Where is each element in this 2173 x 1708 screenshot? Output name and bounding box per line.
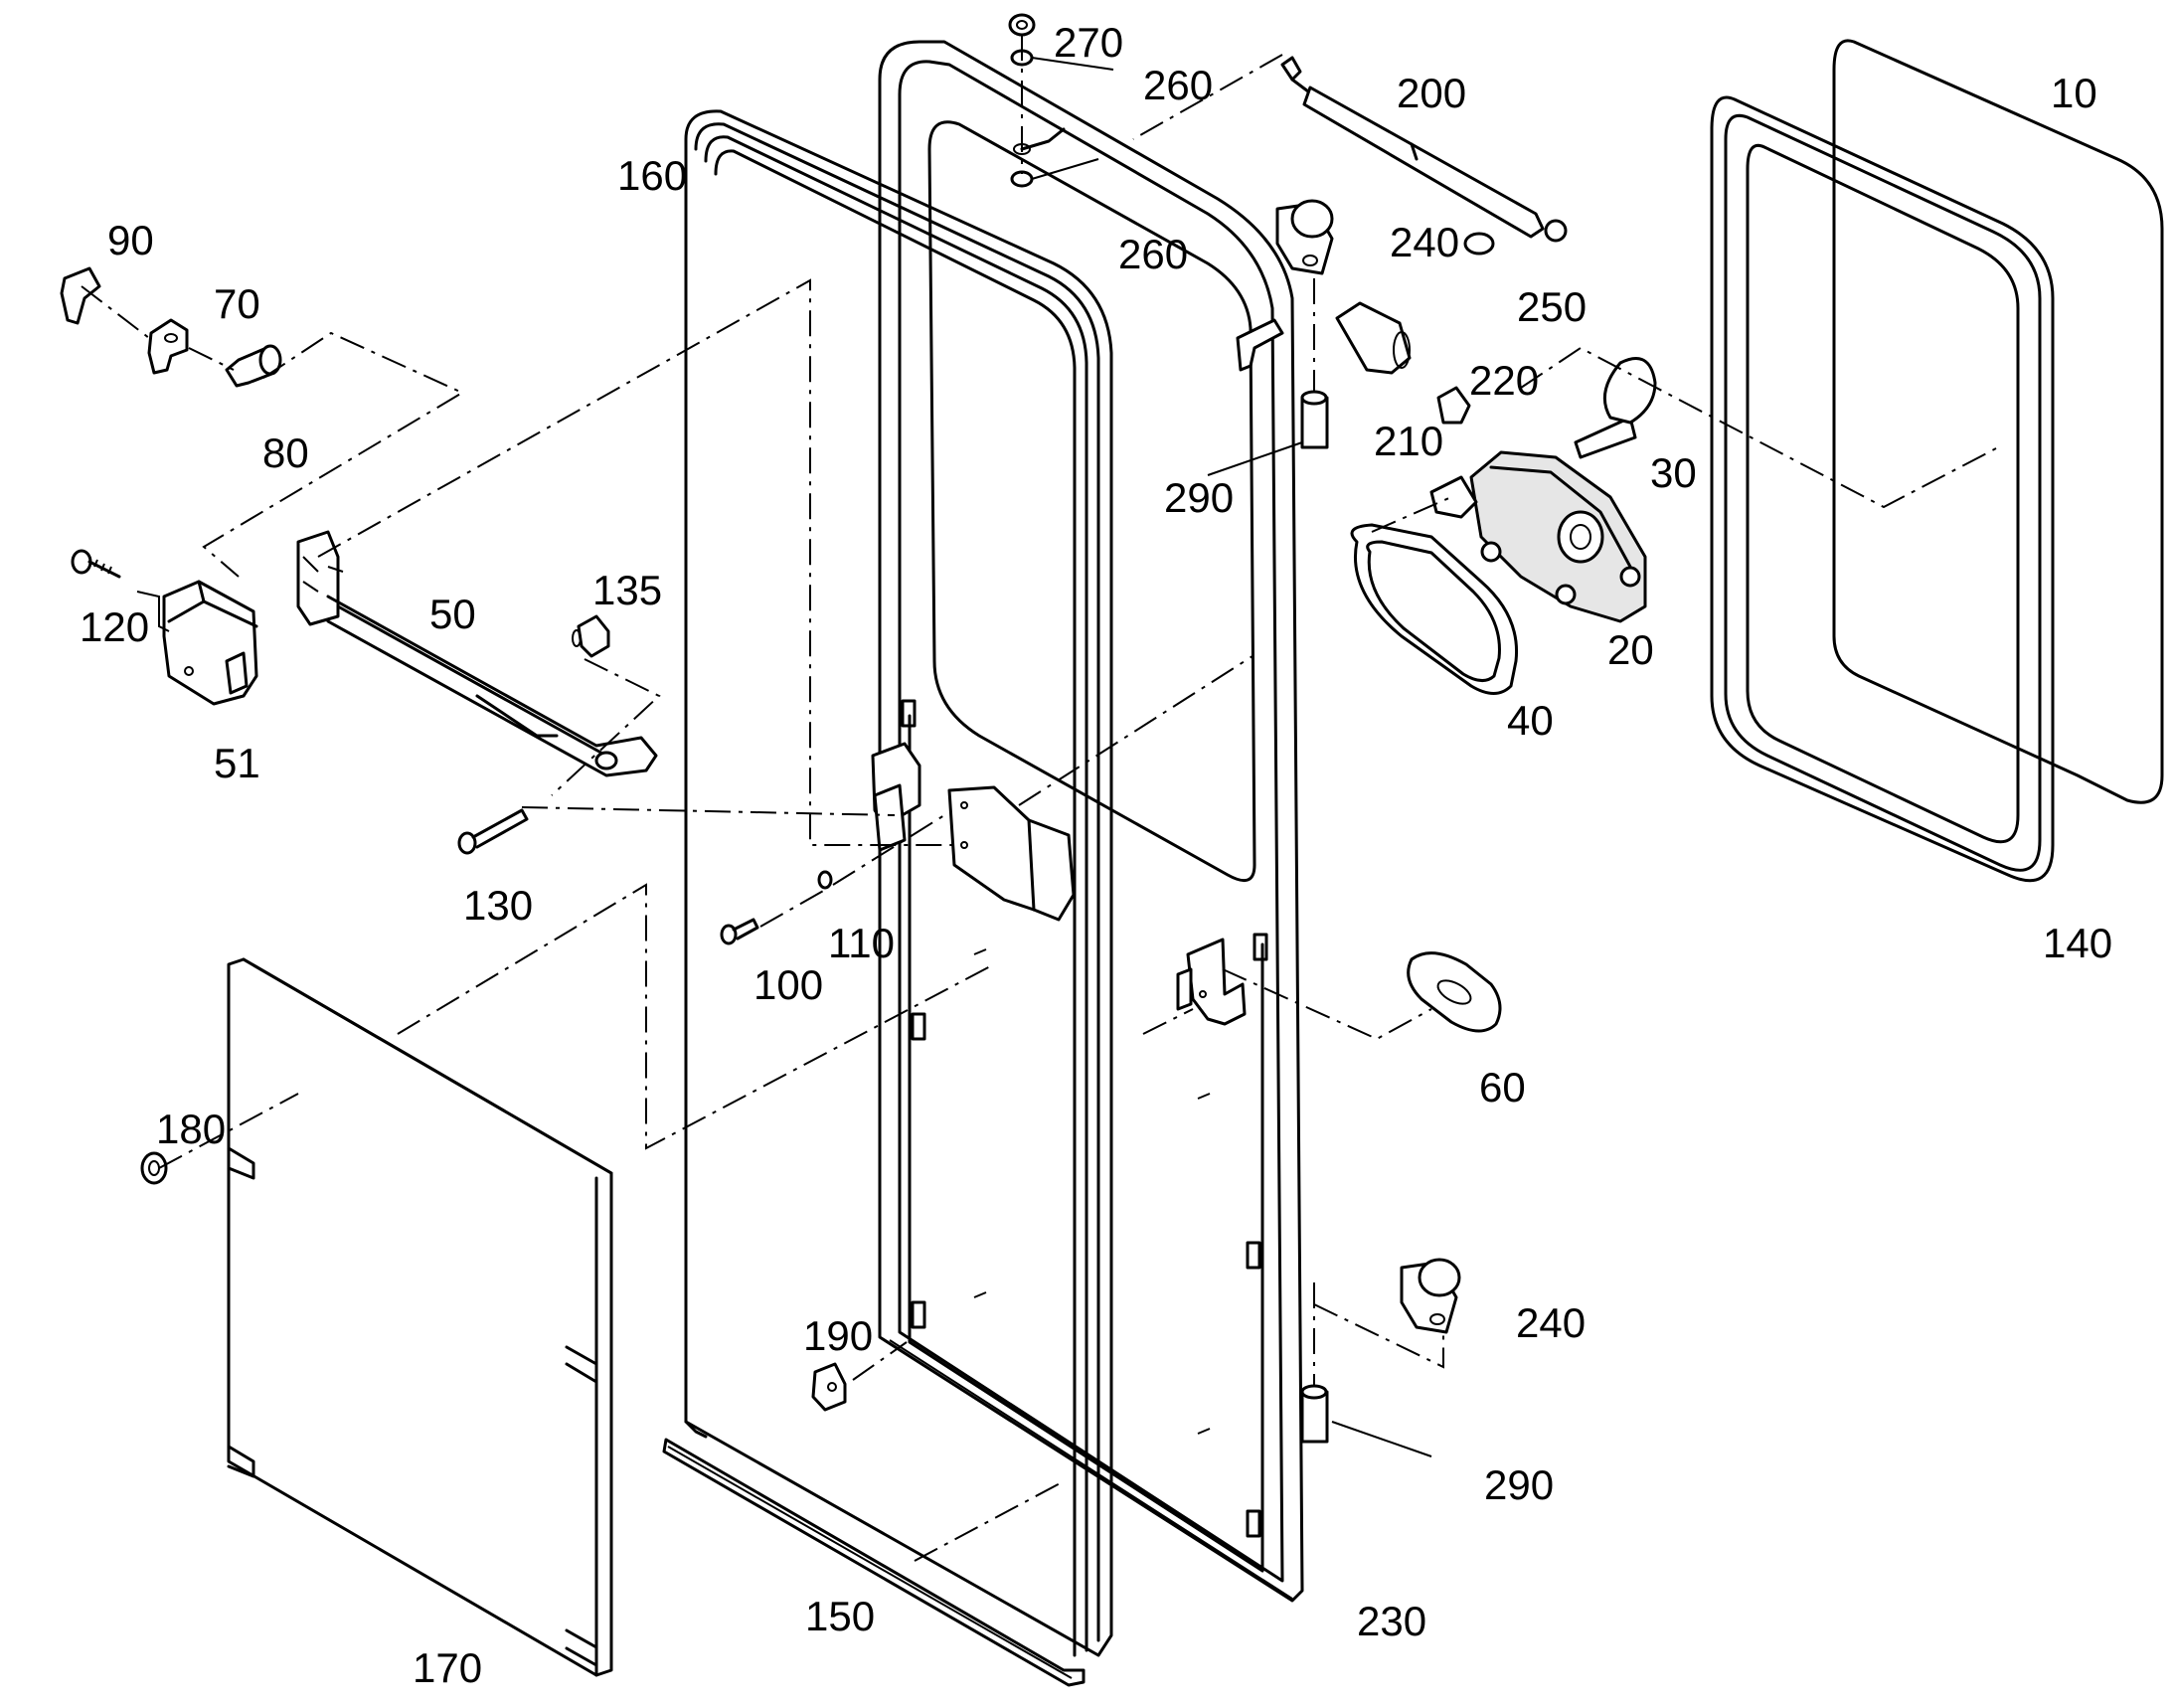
- part-90-cover-cap: [60, 266, 101, 325]
- callout-label-160: 160: [617, 152, 687, 199]
- part-110-washer: [817, 870, 833, 890]
- callout-label-220: 220: [1469, 357, 1539, 404]
- callout-label-20: 20: [1607, 626, 1654, 673]
- part-80-bolt: [225, 344, 282, 388]
- part-180-washer: [140, 1151, 168, 1185]
- part-130-long-bolt: [457, 808, 529, 855]
- part-51-latch-housing: [162, 580, 258, 706]
- part-40-gasket: [1350, 523, 1519, 695]
- part-250-seal-ring: [1463, 232, 1495, 256]
- part-190-clip: [811, 1362, 847, 1412]
- callout-label-290: 290: [1484, 1461, 1554, 1508]
- callout-label-135: 135: [592, 567, 662, 613]
- callout-label-230: 230: [1357, 1598, 1426, 1644]
- callout-label-110: 110: [828, 920, 895, 966]
- callout-label-100: 100: [753, 961, 823, 1008]
- part-10-glass-pane: [1832, 39, 2164, 804]
- callout-label-150: 150: [805, 1593, 875, 1639]
- callout-label-260: 260: [1143, 62, 1213, 108]
- part-240-hinge-cap-bottom: [1400, 1258, 1461, 1334]
- part-290-hinge-pin-top: [1300, 390, 1329, 449]
- callout-label-50: 50: [429, 591, 476, 637]
- part-260-washer-bottom: [1010, 170, 1034, 188]
- part-30-key: [1574, 357, 1657, 459]
- callout-label-240: 240: [1516, 1299, 1586, 1346]
- part-60-escutcheon: [1407, 951, 1502, 1033]
- part-170-inner-panel: [227, 957, 613, 1677]
- part-290-hinge-pin-bottom: [1300, 1384, 1329, 1444]
- callout-label-240: 240: [1390, 219, 1459, 265]
- hinge-bracket-top: [1236, 318, 1284, 372]
- part-150-bottom-seal: [662, 1438, 1086, 1687]
- callout-label-40: 40: [1507, 697, 1554, 744]
- callout-label-250: 250: [1517, 283, 1587, 330]
- callout-label-190: 190: [803, 1312, 873, 1359]
- callout-label-290: 290: [1164, 474, 1234, 521]
- part-70-bracket: [147, 318, 189, 375]
- callout-label-90: 90: [107, 217, 154, 263]
- part-140-window-frame: [1710, 95, 2055, 883]
- callout-label-210: 210: [1374, 418, 1443, 464]
- callout-label-170: 170: [413, 1644, 482, 1691]
- part-210-cone-cap: [1335, 301, 1412, 375]
- part-50-lock-rod: [296, 530, 658, 777]
- callout-label-51: 51: [214, 740, 260, 786]
- part-230-door-frame: [878, 40, 1304, 1603]
- part-20-handle-assembly: [1429, 450, 1647, 623]
- part-270-nut: [1008, 13, 1036, 37]
- callout-label-70: 70: [214, 280, 260, 327]
- callout-label-200: 200: [1397, 70, 1466, 116]
- part-120-screw: [71, 549, 121, 579]
- leader-lines: [136, 57, 1432, 1457]
- callout-label-180: 180: [156, 1106, 226, 1152]
- callout-label-270: 270: [1054, 19, 1123, 66]
- callout-label-130: 130: [463, 882, 533, 929]
- part-240-hinge-cap-top: [1275, 199, 1334, 275]
- callout-label-10: 10: [2051, 70, 2097, 116]
- part-220-nut-cap: [1436, 386, 1471, 425]
- part-200-gas-strut: [1280, 56, 1568, 243]
- strike-plate: [947, 785, 1076, 922]
- part-100-screw: [720, 918, 759, 945]
- lock-bracket: [871, 742, 921, 852]
- callout-label-260: 260: [1118, 231, 1188, 277]
- part-160-door-seal: [684, 109, 1113, 1657]
- callout-label-80: 80: [262, 429, 309, 476]
- callout-label-140: 140: [2043, 920, 2112, 966]
- striker-bracket: [1176, 938, 1247, 1026]
- callout-label-30: 30: [1650, 449, 1697, 496]
- part-135-plug: [572, 614, 610, 658]
- assembly-lines: [81, 35, 1999, 1562]
- callout-labels: 270 260 200 10 160 90 260 240 70 250 220 80 210 30 290…: [80, 19, 2112, 1691]
- callout-label-60: 60: [1479, 1064, 1526, 1110]
- callout-label-120: 120: [80, 603, 149, 650]
